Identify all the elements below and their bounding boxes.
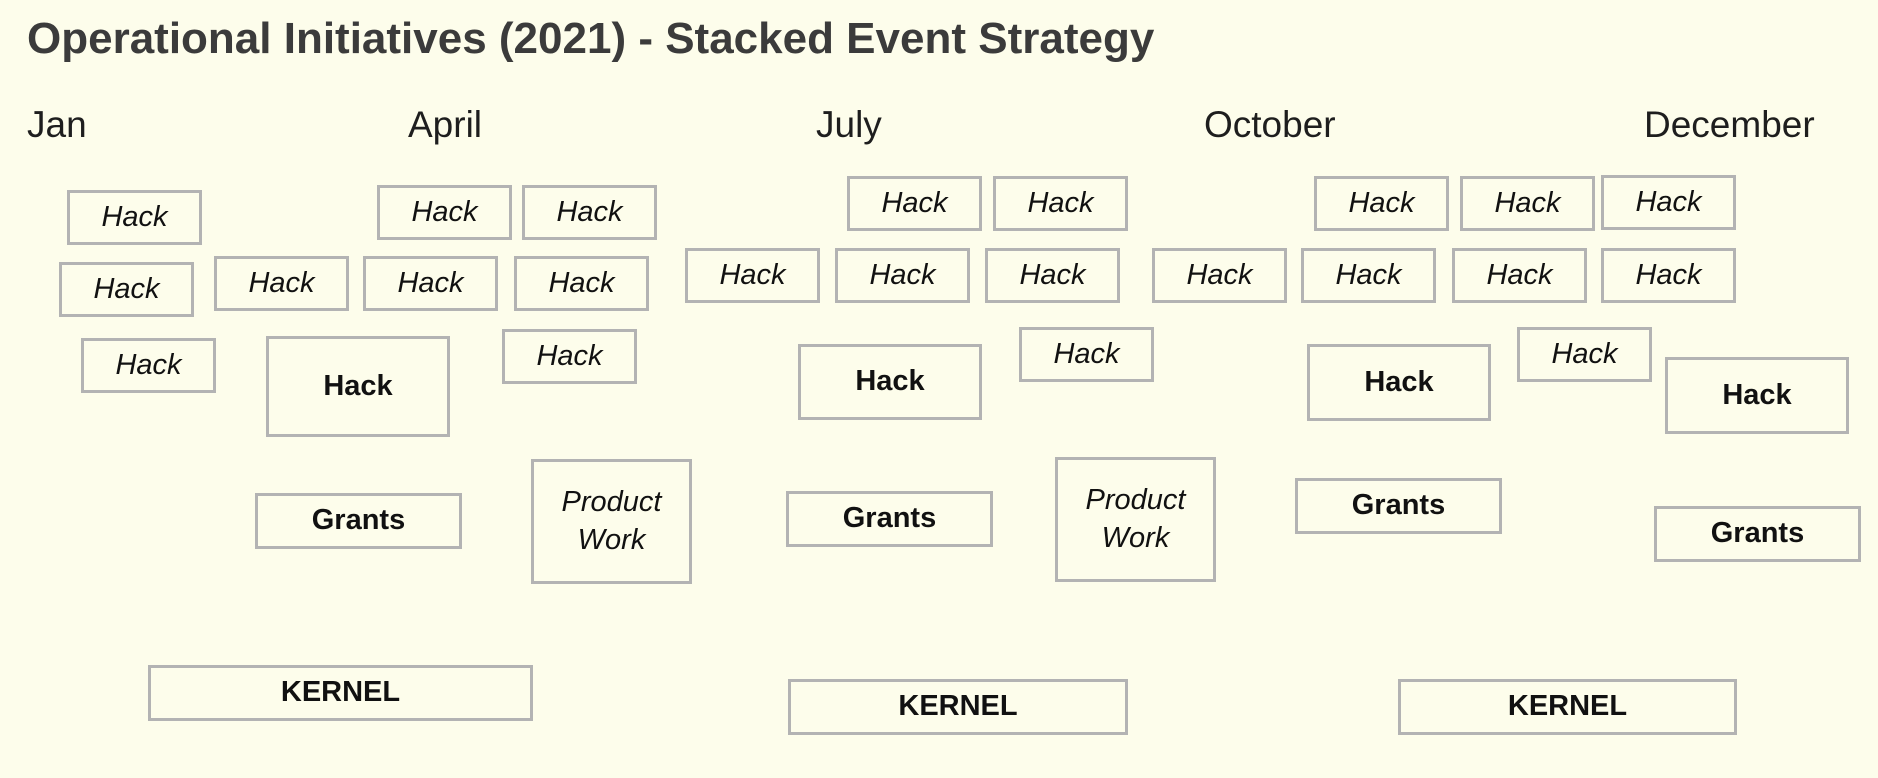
grants-event: Grants — [255, 493, 462, 549]
hack-event: Hack — [847, 176, 982, 231]
hack-event: Hack — [1152, 248, 1287, 303]
product-work-event: Product Work — [531, 459, 692, 584]
hack-event: Hack — [985, 248, 1120, 303]
hack-event: Hack — [1517, 327, 1652, 382]
kernel-event: KERNEL — [148, 665, 533, 721]
hack-event: Hack — [67, 190, 202, 245]
grants-event: Grants — [1295, 478, 1502, 534]
grants-event: Grants — [1654, 506, 1861, 562]
hack-event: Hack — [993, 176, 1128, 231]
month-label-december: December — [1644, 104, 1815, 145]
hack-event: Hack — [363, 256, 498, 311]
hack-event: Hack — [1460, 176, 1595, 231]
hack-event: Hack — [1452, 248, 1587, 303]
diagram-title: Operational Initiatives (2021) - Stacked… — [27, 14, 1155, 63]
hack-event-major: Hack — [266, 336, 450, 437]
hack-event: Hack — [81, 338, 216, 393]
kernel-event: KERNEL — [1398, 679, 1737, 735]
month-label-april: April — [408, 104, 483, 145]
hack-event: Hack — [1601, 248, 1736, 303]
hack-event: Hack — [1019, 327, 1154, 382]
hack-event-major: Hack — [1307, 344, 1491, 421]
hack-event: Hack — [685, 248, 820, 303]
hack-event: Hack — [1301, 248, 1436, 303]
hack-event-major: Hack — [798, 344, 982, 420]
product-work-event: Product Work — [1055, 457, 1216, 582]
hack-event: Hack — [514, 256, 649, 311]
grants-event: Grants — [786, 491, 993, 547]
hack-event: Hack — [835, 248, 970, 303]
hack-event: Hack — [377, 185, 512, 240]
hack-event: Hack — [502, 329, 637, 384]
kernel-event: KERNEL — [788, 679, 1128, 735]
month-label-jan: Jan — [27, 104, 87, 145]
month-label-october: October — [1204, 104, 1336, 145]
hack-event-major: Hack — [1665, 357, 1849, 434]
hack-event: Hack — [522, 185, 657, 240]
month-label-july: July — [816, 104, 882, 145]
hack-event: Hack — [1314, 176, 1449, 231]
hack-event: Hack — [214, 256, 349, 311]
hack-event: Hack — [1601, 175, 1736, 230]
hack-event: Hack — [59, 262, 194, 317]
